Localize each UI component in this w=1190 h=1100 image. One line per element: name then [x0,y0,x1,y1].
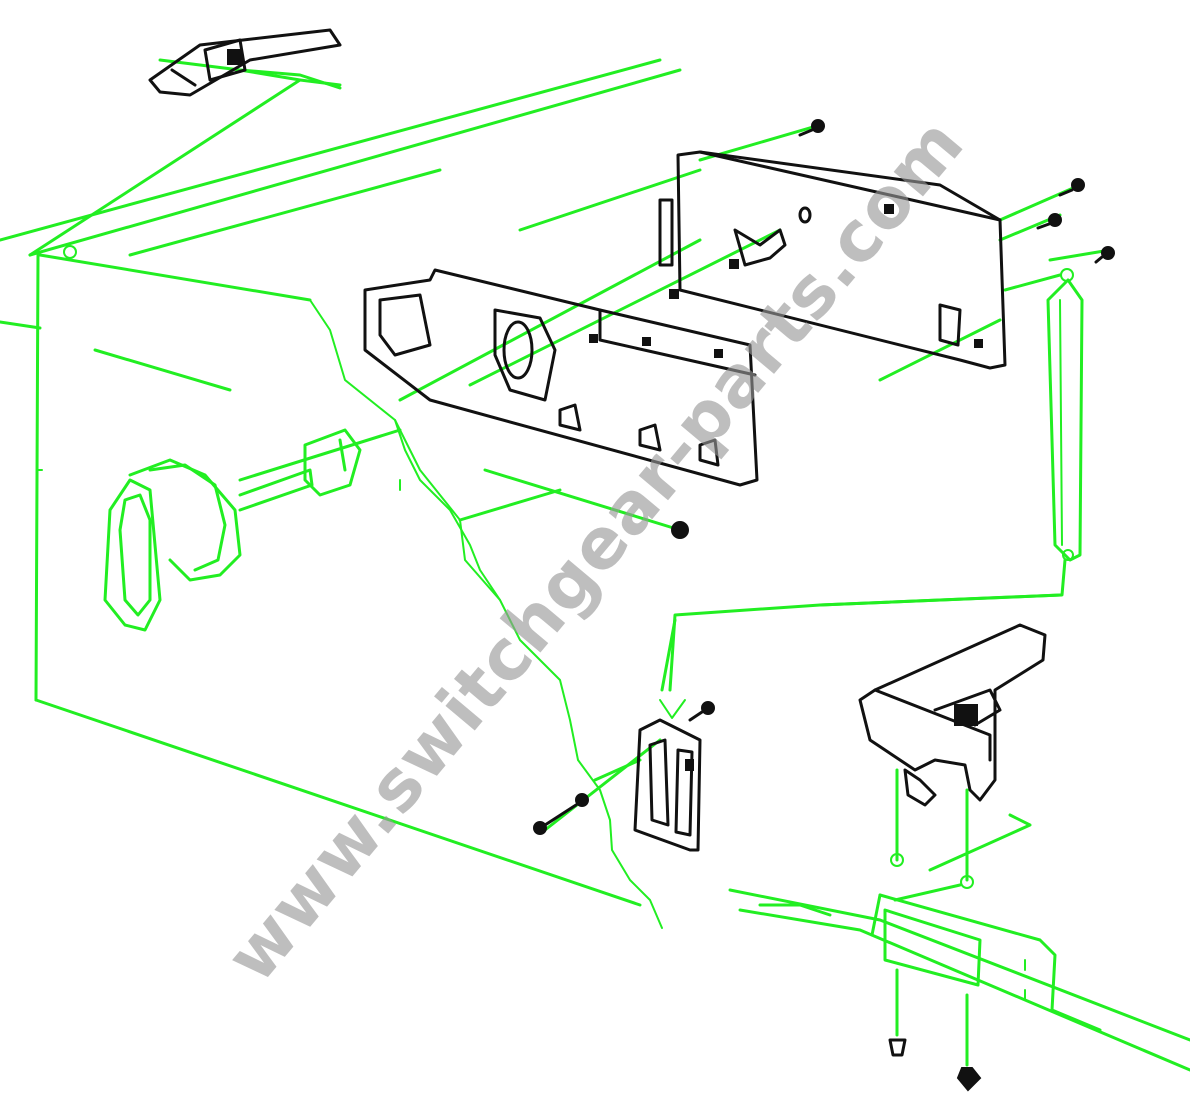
cabinet-outline [0,58,1190,1072]
nut-bottom-1 [890,853,904,867]
nut-top-left [63,245,77,259]
screw-bottom-right [956,1067,982,1092]
latch-part-top-left [148,28,342,97]
pin-rod-bottom [1062,549,1074,561]
switch-mechanism-front-plate [363,268,759,487]
screw-center [671,521,689,539]
interlock-bracket [858,623,1047,807]
screw-right-3 [1094,246,1115,264]
screw-bracket-left [533,793,589,835]
screw-bracket-top [688,701,715,722]
nut-bottom-2 [960,875,974,889]
screws [63,119,1115,1092]
auxiliary-contact-bracket [633,718,702,852]
pin-rod-top [1060,268,1074,282]
screw-top-center [798,119,825,137]
rotary-handle [103,428,362,632]
screw-right-2 [1036,213,1062,230]
screw-right-1 [1058,178,1085,197]
screw-bottom-left [888,1038,907,1057]
mounting-plate-rear [658,150,1007,370]
